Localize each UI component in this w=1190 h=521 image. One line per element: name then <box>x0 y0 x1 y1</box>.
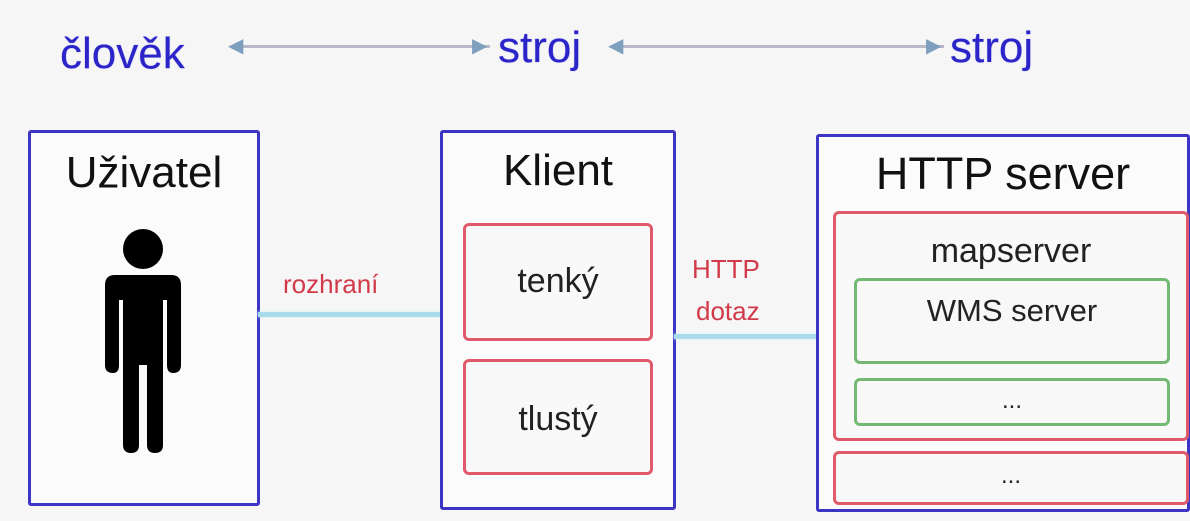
arrow-right-head-icon: ▶ <box>926 35 942 57</box>
client-title: Klient <box>502 146 614 195</box>
mapserver-label: mapserver <box>930 232 1092 270</box>
client-thick-box: tlustý <box>463 359 653 475</box>
arrow-clovek-stroj <box>232 45 490 48</box>
user-box: Uživatel <box>28 130 260 506</box>
client-thin-box: tenký <box>463 223 653 341</box>
client-thick-label: tlustý <box>518 400 598 438</box>
arrow-right-head-icon: ▶ <box>472 35 488 57</box>
label-stroj-1: stroj <box>498 23 582 72</box>
connector-user-client <box>258 312 444 317</box>
server-box: HTTP server mapserver WMS server ... ... <box>816 134 1190 512</box>
connector-client-server <box>674 334 820 339</box>
client-box: Klient tenký tlustý <box>440 130 676 510</box>
wms-server-box: WMS server <box>854 278 1170 364</box>
person-silhouette-icon <box>105 229 181 453</box>
server-more-label: ... <box>1000 462 1021 489</box>
server-title: HTTP server <box>875 148 1131 199</box>
label-clovek: člověk <box>60 29 185 78</box>
client-thin-label: tenký <box>517 262 599 300</box>
label-dotaz: dotaz <box>696 296 760 326</box>
mapserver-box: mapserver WMS server ... <box>833 211 1189 441</box>
arrow-stroj-stroj <box>612 45 944 48</box>
user-title: Uživatel <box>65 148 223 197</box>
label-stroj-2: stroj <box>950 23 1034 72</box>
arrow-left-head-icon: ◀ <box>228 35 244 57</box>
server-more-box: ... <box>833 451 1189 505</box>
label-http: HTTP <box>692 254 760 284</box>
arrow-left-head-icon: ◀ <box>608 35 624 57</box>
mapserver-more-box: ... <box>854 378 1170 426</box>
wms-server-label: WMS server <box>926 293 1098 328</box>
label-rozhrani: rozhraní <box>283 269 379 299</box>
mapserver-more-label: ... <box>1001 387 1022 414</box>
